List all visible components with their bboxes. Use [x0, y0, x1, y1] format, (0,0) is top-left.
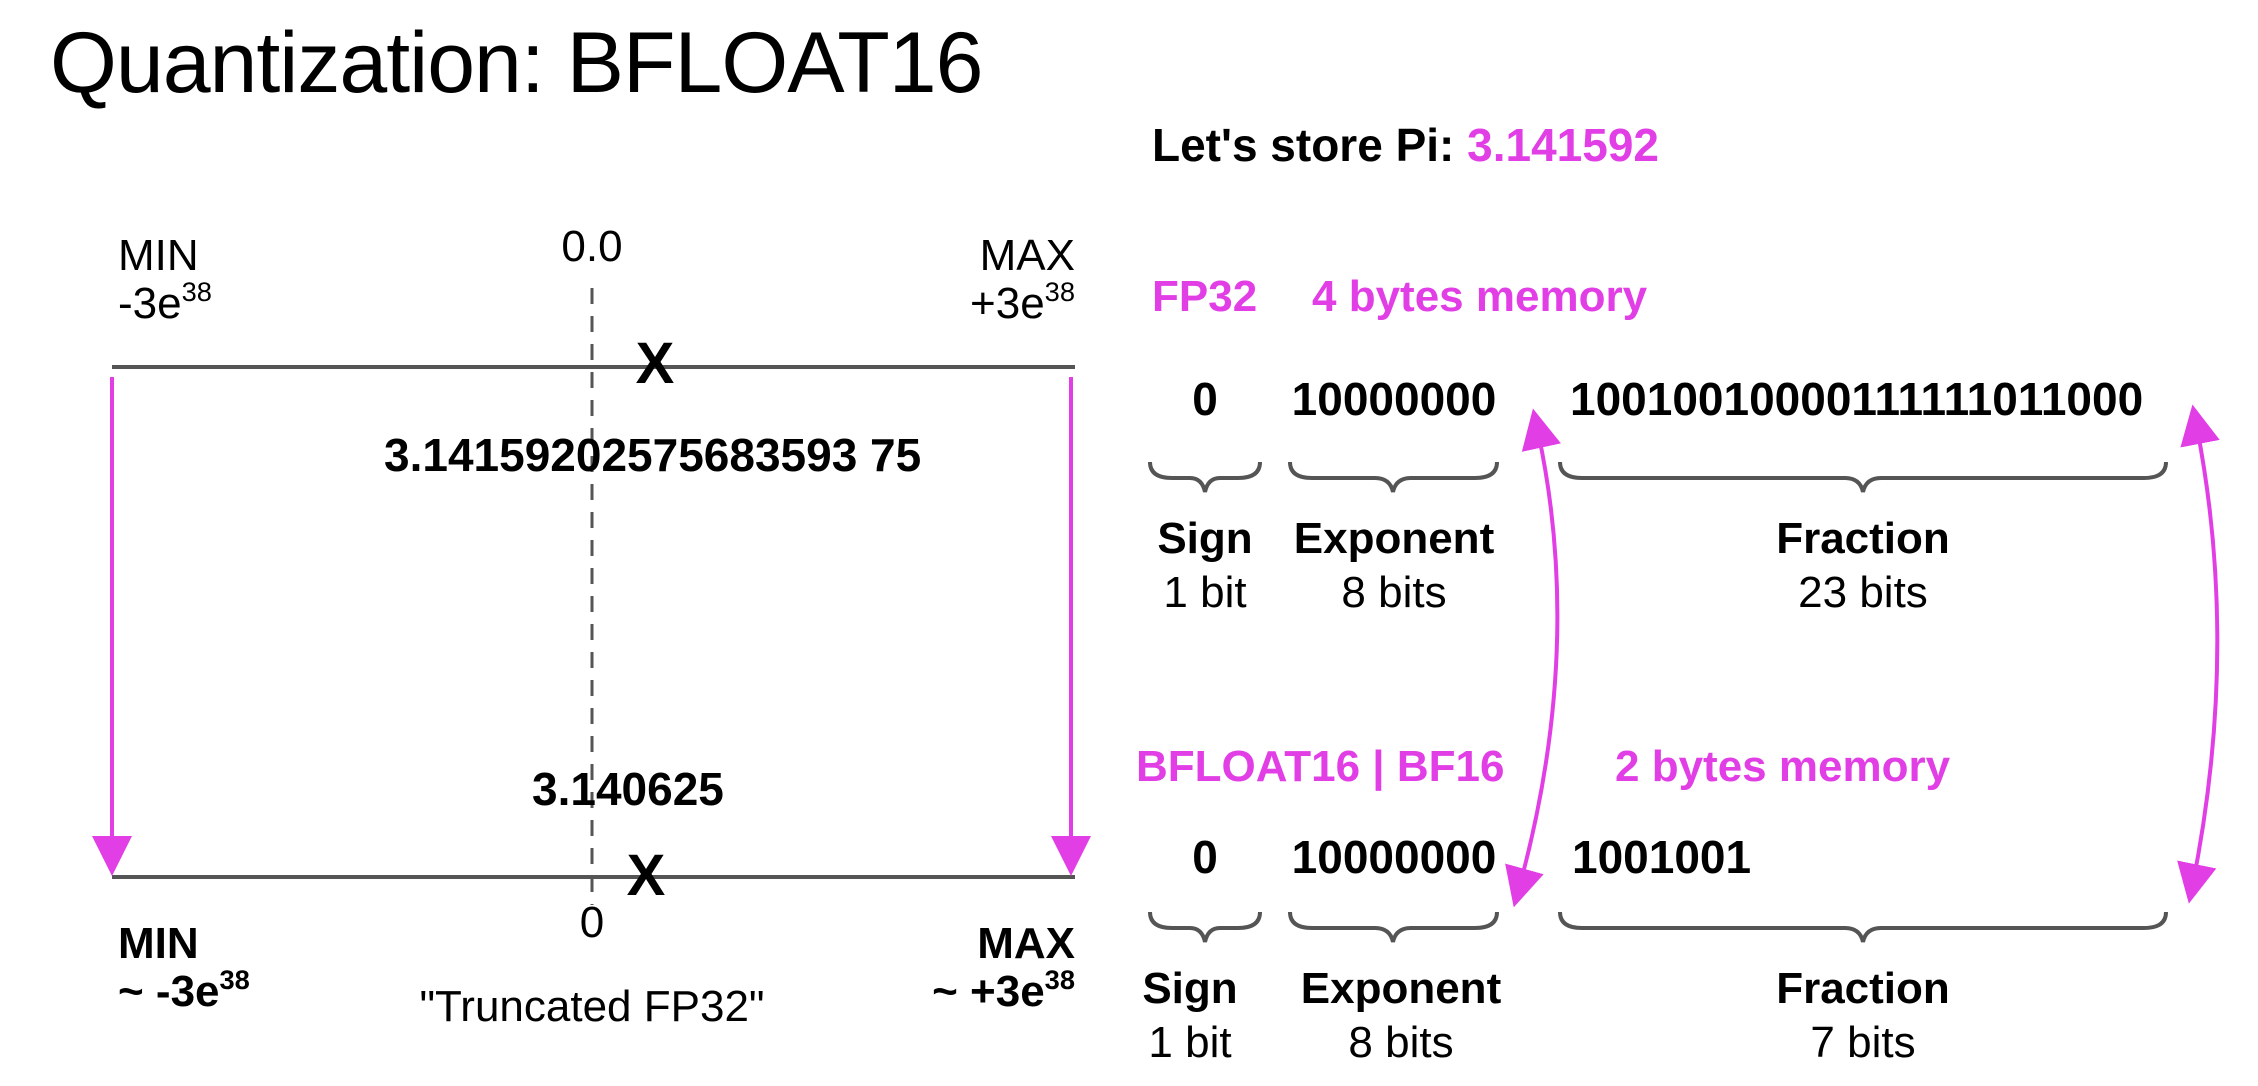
fp32-fraction-size: 23 bits [1798, 568, 1928, 617]
bf16-format-name: BFLOAT16 | BF16 [1136, 742, 1505, 791]
bf16-zero-label: 0 [579, 898, 605, 947]
fp32-exponent-brace [1288, 461, 1499, 493]
fp32-max-label: MAX [979, 231, 1075, 280]
intro-label: Let's store Pi: [1152, 119, 1455, 171]
bf16-min-block: MIN ~ -3e38 [118, 920, 250, 1021]
bf16-stored-value: 3.140625 [532, 763, 724, 815]
bf16-sign-brace [1148, 911, 1262, 943]
fp32-min-label: MIN [118, 231, 199, 280]
fp32-fraction-caption: Fraction 23 bits [1713, 512, 2013, 620]
bf16-memory: 2 bytes memory [1615, 742, 1951, 791]
fp32-exponent-size: 8 bits [1341, 568, 1447, 617]
fp32-sign-label: Sign [1157, 514, 1253, 563]
fp32-exponent-label: Exponent [1293, 514, 1495, 563]
fp32-exponent-caption: Exponent 8 bits [1283, 512, 1505, 620]
fp32-zero-label: 0.0 [561, 222, 623, 271]
fp32-exponent-bits: 10000000 [1291, 373, 1497, 425]
bf16-exponent-bits: 10000000 [1291, 831, 1497, 883]
fp32-memory: 4 bytes memory [1312, 272, 1648, 321]
bf16-pi-marker: X [626, 843, 666, 908]
fp32-fraction-label: Fraction [1776, 514, 1950, 563]
bf16-sign-size: 1 bit [1148, 1018, 1232, 1067]
bf16-fraction-brace [1558, 911, 2168, 943]
bf16-max-label: MAX [977, 919, 1075, 968]
fp32-sign-caption: Sign 1 bit [1135, 512, 1275, 620]
fp32-min-value: -3e38 [118, 276, 212, 328]
bf16-min-label: MIN [118, 919, 199, 968]
fp32-format-name: FP32 [1152, 272, 1258, 321]
fp32-sign-brace [1148, 461, 1262, 493]
bf16-caption: "Truncated FP32" [419, 982, 765, 1031]
fp32-min-block: MIN -3e38 [118, 232, 212, 333]
bf16-exponent-brace [1288, 911, 1499, 943]
fraction-end-arrow [2177, 404, 2220, 904]
bf16-fraction-label: Fraction [1776, 964, 1950, 1013]
fp32-fraction-bits: 10010010000111111011000 [1570, 373, 2144, 425]
fp32-max-block: MAX +3e38 [875, 232, 1075, 333]
fp32-fraction-brace [1558, 461, 2168, 493]
bf16-max-block: MAX ~ +3e38 [875, 920, 1075, 1021]
fp32-pi-marker: X [635, 331, 675, 396]
pi-value: 3.141592 [1467, 119, 1660, 171]
fp32-stored-value: 3.14159202575683593 75 [384, 429, 922, 481]
intro-line: Let's store Pi: 3.141592 [1152, 118, 1659, 172]
bf16-exponent-label: Exponent [1300, 964, 1502, 1013]
slide-title: Quantization: BFLOAT16 [50, 15, 983, 111]
bf16-sign-caption: Sign 1 bit [1120, 962, 1260, 1070]
fp32-max-value: +3e38 [970, 276, 1075, 328]
fp32-sign-size: 1 bit [1163, 568, 1247, 617]
bf16-sign-bits: 0 [1192, 831, 1218, 883]
bf16-min-value: ~ -3e38 [118, 964, 250, 1016]
bf16-sign-label: Sign [1142, 964, 1238, 1013]
exponent-fraction-arrow [1505, 408, 1561, 908]
fp32-sign-bits: 0 [1192, 373, 1218, 425]
bf16-fraction-caption: Fraction 7 bits [1713, 962, 2013, 1070]
bf16-fraction-bits: 1001001 [1572, 831, 1752, 883]
bf16-fraction-size: 7 bits [1810, 1018, 1916, 1067]
bf16-max-value: ~ +3e38 [932, 964, 1075, 1016]
bf16-exponent-caption: Exponent 8 bits [1290, 962, 1512, 1070]
bf16-exponent-size: 8 bits [1348, 1018, 1454, 1067]
